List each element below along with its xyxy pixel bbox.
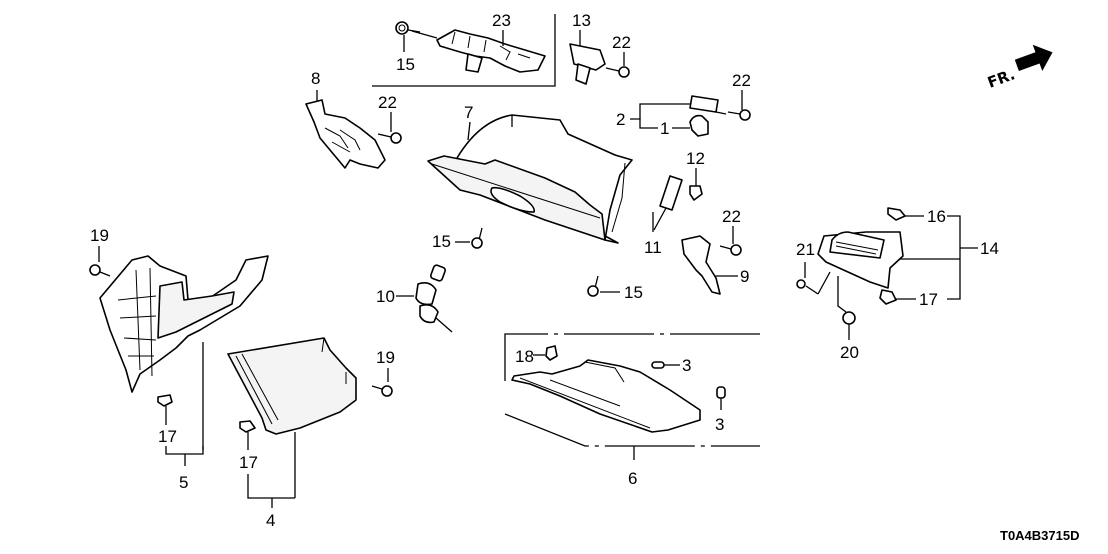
- callout-12[interactable]: 12: [686, 149, 705, 168]
- callout-22[interactable]: 22: [378, 93, 397, 112]
- callout-3[interactable]: 3: [682, 356, 691, 375]
- bolt-icon: [371, 385, 393, 397]
- striker-1: [689, 114, 709, 137]
- callout-13[interactable]: 13: [572, 11, 591, 30]
- bolt-icon: [395, 21, 421, 35]
- callout-7[interactable]: 7: [464, 103, 473, 122]
- diagram-code: T0A4B3715D: [1000, 528, 1080, 543]
- bolt-15-right: 15: [587, 275, 643, 302]
- callout-15[interactable]: 15: [432, 232, 451, 251]
- callout-23[interactable]: 23: [492, 11, 511, 30]
- striker-plate-2: [689, 95, 719, 113]
- callout-4[interactable]: 4: [266, 511, 275, 530]
- bracket-9: 22 9: [681, 207, 749, 295]
- bracket-group-23: 15 23: [372, 11, 556, 87]
- callout-19[interactable]: 19: [90, 226, 109, 245]
- callout-8[interactable]: 8: [311, 69, 320, 88]
- glove-box-7: 7: [427, 103, 633, 244]
- under-cover-6: 6 18 3 3: [504, 333, 760, 488]
- screw-icon: [605, 66, 630, 78]
- clip-icon: [716, 386, 726, 399]
- front-direction-indicator: FR.: [985, 44, 1053, 92]
- callout-22[interactable]: 22: [722, 207, 741, 226]
- callout-15[interactable]: 15: [624, 283, 643, 302]
- callout-22[interactable]: 22: [612, 33, 631, 52]
- screw-icon: [796, 279, 819, 295]
- side-panel-4: 17 4 19: [227, 337, 395, 530]
- front-arrow-icon: [1014, 44, 1053, 72]
- callout-17[interactable]: 17: [239, 453, 258, 472]
- nut-icon: [842, 311, 856, 325]
- callout-15[interactable]: 15: [396, 55, 415, 74]
- clip-icon: [239, 420, 256, 433]
- clip-icon: [887, 207, 906, 221]
- callout-11[interactable]: 11: [644, 238, 662, 257]
- front-label: FR.: [985, 65, 1017, 91]
- callout-22[interactable]: 22: [732, 71, 751, 90]
- callout-19[interactable]: 19: [376, 348, 395, 367]
- callout-10[interactable]: 10: [376, 287, 395, 306]
- callout-21[interactable]: 21: [796, 240, 815, 259]
- side-panel-5: 19 17 5: [89, 226, 269, 492]
- group-border-23: [372, 14, 556, 87]
- callout-5[interactable]: 5: [179, 473, 188, 492]
- callout-17[interactable]: 17: [919, 290, 938, 309]
- callout-14[interactable]: 14: [980, 239, 999, 258]
- screw-icon: [377, 132, 402, 144]
- bolt-icon: [587, 275, 599, 297]
- clip-12: [689, 185, 703, 201]
- callout-16[interactable]: 16: [927, 207, 946, 226]
- bolt-15-left: 15: [432, 227, 483, 251]
- callout-1[interactable]: 1: [660, 119, 669, 138]
- striker-assembly: 2 1 22: [616, 71, 751, 138]
- bracket-23-shape: [436, 29, 546, 73]
- clip-icon: [651, 361, 665, 369]
- callout-6[interactable]: 6: [628, 469, 637, 488]
- callout-9[interactable]: 9: [740, 267, 749, 286]
- callout-3[interactable]: 3: [715, 415, 724, 434]
- callout-20[interactable]: 20: [840, 343, 859, 362]
- bracket-8: 8 22: [305, 69, 402, 169]
- bracket-13: 13 22: [569, 11, 631, 85]
- callout-17[interactable]: 17: [158, 427, 177, 446]
- callout-18[interactable]: 18: [515, 347, 534, 366]
- screw-icon: [727, 109, 751, 121]
- air-vent-14: 16 14 17 21 20: [796, 207, 999, 362]
- bolt-icon: [89, 264, 111, 277]
- clip-icon: [157, 394, 173, 407]
- lock-cylinder-10: 10: [376, 264, 453, 333]
- screw-icon: [719, 244, 742, 256]
- callout-2[interactable]: 2: [616, 110, 625, 129]
- bolt-icon: [471, 227, 483, 249]
- clip-icon: [545, 345, 558, 361]
- damper-11: 12 11: [644, 149, 705, 257]
